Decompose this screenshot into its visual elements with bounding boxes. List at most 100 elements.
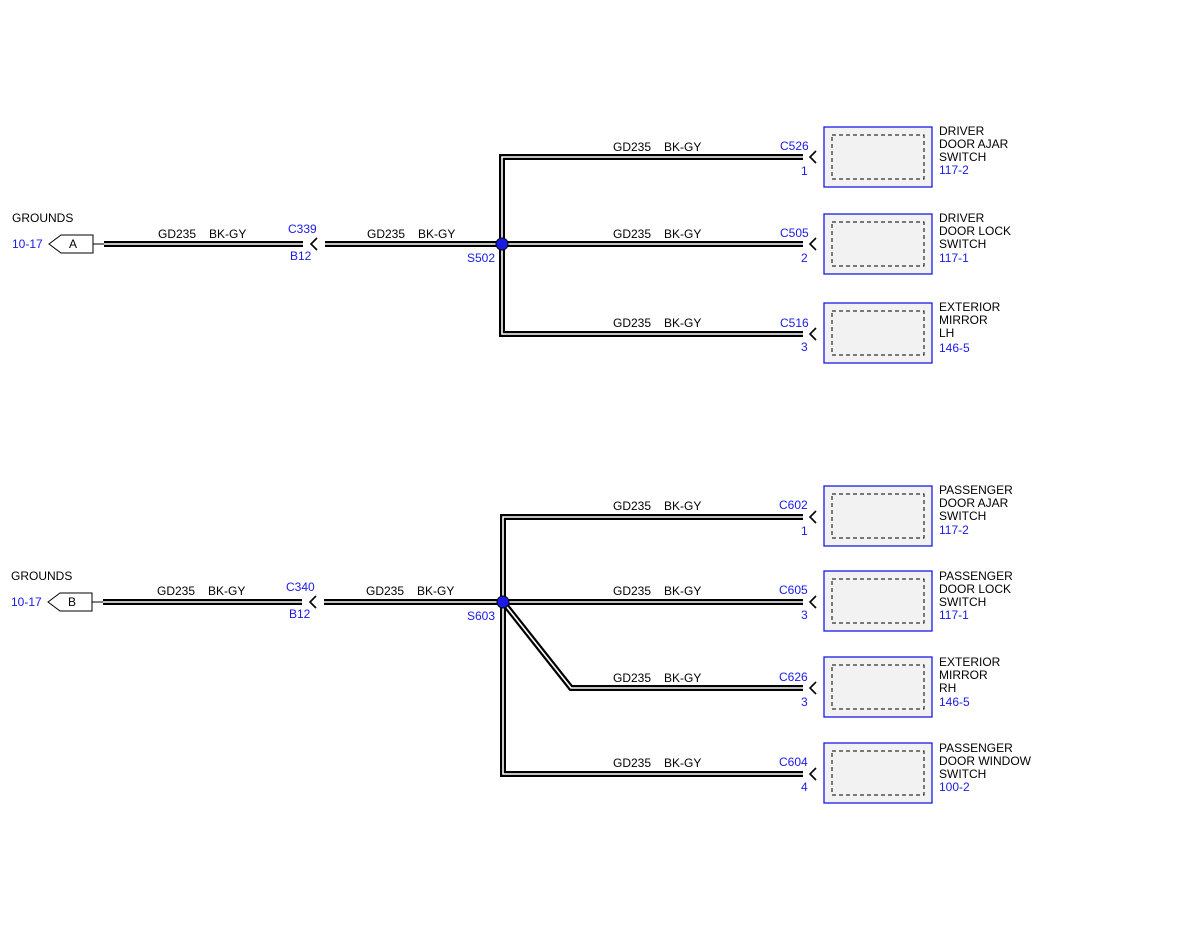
branch-3-circuit: GD235 [613,316,651,330]
branch-2-circuit: GD235 [613,227,651,241]
branch-1-page-ref[interactable]: 117-2 [939,523,969,537]
branch-1-component[interactable] [823,126,933,188]
branch-4-component-line-3: SWITCH [939,767,986,781]
branch-2-pin: 3 [801,608,808,622]
splice-point [496,595,510,609]
branch-wire-1 [499,154,803,244]
branch-4-component[interactable] [823,742,933,804]
branch-2-component-inner [831,221,925,267]
branch-3-component[interactable] [823,656,933,718]
branch-3-connector[interactable]: C516 [780,316,809,330]
branch-1-connector[interactable]: C602 [779,498,808,512]
branch-wire-3 [499,244,803,337]
splice-point [495,237,509,251]
inline-connector-pin: B12 [290,249,312,263]
ground-flag-letter: A [69,237,77,251]
branch-2-connector-arrow [808,595,817,609]
grounds-page-ref[interactable]: 10-17 [11,595,42,609]
branch-3-connector[interactable]: C626 [779,670,808,684]
branch-4-component-inner [831,750,925,796]
branch-2-color: BK-GY [664,227,701,241]
branch-1-connector-arrow [808,510,817,524]
wire-left-circuit: GD235 [158,227,196,241]
branch-2-component-line-1: PASSENGER [939,569,1013,583]
branch-3-pin: 3 [801,340,808,354]
branch-1-component[interactable] [823,485,933,547]
branch-2-connector[interactable]: C605 [779,583,808,597]
branch-2-page-ref[interactable]: 117-1 [939,251,969,265]
inline-connector-arrow [308,595,317,609]
branch-3-color: BK-GY [664,316,701,330]
branch-2-connector-arrow [808,237,817,251]
wire-left-color: BK-GY [208,584,245,598]
branch-3-circuit: GD235 [613,671,651,685]
wire-left-color: BK-GY [209,227,246,241]
branch-1-component-line-1: PASSENGER [939,483,1013,497]
splice-id[interactable]: S603 [467,609,495,623]
branch-3-component-line-3: RH [939,681,956,695]
branch-4-connector[interactable]: C604 [779,755,808,769]
branch-3-page-ref[interactable]: 146-5 [939,695,970,709]
branch-1-color: BK-GY [664,140,701,154]
branch-2-page-ref[interactable]: 117-1 [939,608,969,622]
branch-1-circuit: GD235 [613,499,651,513]
branch-3-component[interactable] [823,302,933,364]
branch-2-component-line-1: DRIVER [939,211,985,225]
branch-1-component-inner [831,493,925,539]
inline-connector-pin: B12 [289,607,311,621]
branch-1-component-line-1: DRIVER [939,124,985,138]
branch-1-connector[interactable]: C526 [780,139,809,153]
branch-2-pin: 2 [801,251,808,265]
branch-3-component-line-2: MIRROR [939,668,988,682]
wire-mid-circuit: GD235 [366,584,404,598]
branch-2-component-line-2: DOOR LOCK [939,582,1011,596]
branch-1-pin: 1 [801,524,808,538]
branch-1-component-line-3: SWITCH [939,509,986,523]
inline-connector-id[interactable]: C339 [288,222,317,236]
branch-1-page-ref[interactable]: 117-2 [939,163,969,177]
splice-id[interactable]: S502 [467,251,495,265]
branch-4-connector-arrow [808,767,817,781]
inline-connector-arrow [309,237,318,251]
branch-2-component-line-3: SWITCH [939,595,986,609]
branch-2-component-inner [831,578,925,624]
branch-2-connector[interactable]: C505 [780,226,809,240]
branch-1-component-line-3: SWITCH [939,150,986,164]
branch-3-pin: 3 [801,695,808,709]
branch-2-circuit: GD235 [613,584,651,598]
inline-connector-id[interactable]: C340 [286,580,315,594]
branch-3-component-inner [831,664,925,710]
branch-2-component[interactable] [823,213,933,275]
branch-3-component-line-3: LH [939,326,954,340]
branch-1-component-line-2: DOOR AJAR [939,496,1009,510]
branch-3-component-inner [831,310,925,356]
branch-2-component[interactable] [823,570,933,632]
branch-1-color: BK-GY [664,499,701,513]
branch-3-connector-arrow [808,327,817,341]
branch-3-page-ref[interactable]: 146-5 [939,341,970,355]
branch-4-pin: 4 [801,780,808,794]
branch-wire-3 [500,600,803,691]
branch-2-component-line-2: DOOR LOCK [939,224,1011,238]
branch-3-component-line-1: EXTERIOR [939,300,1001,314]
circuit-2: GROUNDS 10-17 B GD235 BK-GY C340 B12 GD2… [11,483,1032,804]
branch-1-pin: 1 [801,164,808,178]
branch-3-connector-arrow [808,681,817,695]
wire-mid-color: BK-GY [417,584,454,598]
branch-1-circuit: GD235 [613,140,651,154]
circuit-1: GROUNDS 10-17 A GD235 BK-GY C339 B12 GD2… [12,124,1011,364]
branch-3-component-line-2: MIRROR [939,313,988,327]
branch-4-page-ref[interactable]: 100-2 [939,780,970,794]
branch-4-component-line-2: DOOR WINDOW [939,754,1032,768]
grounds-page-ref[interactable]: 10-17 [12,237,43,251]
wire-mid-circuit: GD235 [367,227,405,241]
grounds-label: GROUNDS [11,569,72,583]
branch-1-connector-arrow [808,150,817,164]
branch-wire-4 [500,602,803,777]
branch-1-component-line-2: DOOR AJAR [939,137,1009,151]
wire-left-circuit: GD235 [157,584,195,598]
grounds-label: GROUNDS [12,211,73,225]
branch-4-color: BK-GY [664,756,701,770]
branch-4-circuit: GD235 [613,756,651,770]
